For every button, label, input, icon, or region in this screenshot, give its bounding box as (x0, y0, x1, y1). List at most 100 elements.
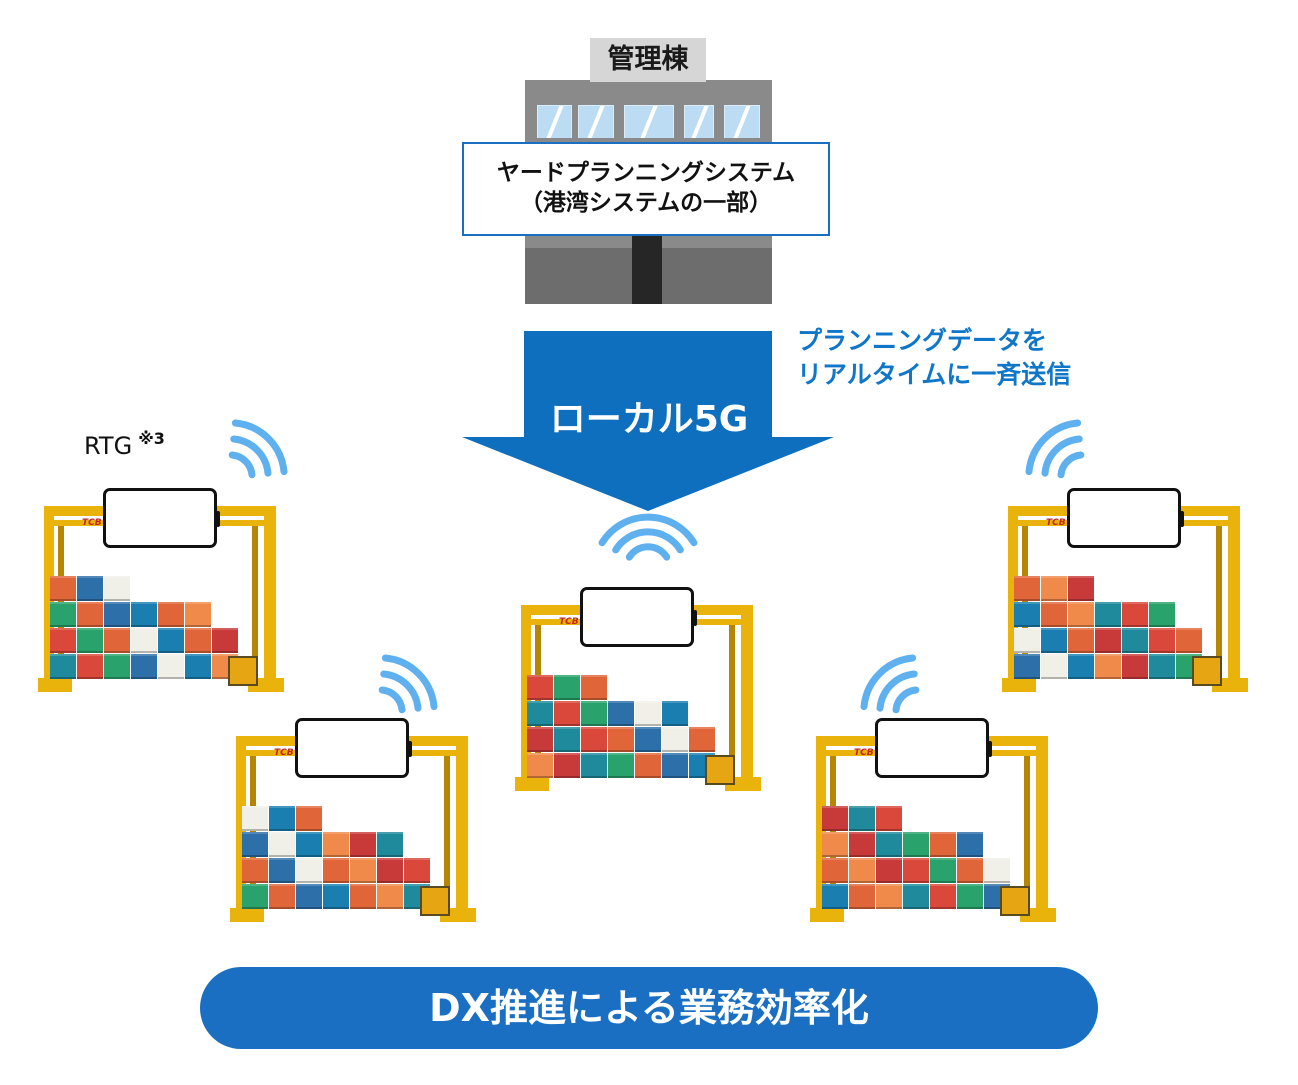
rtg-crane-icon: TCB (810, 718, 1060, 933)
container (984, 858, 1010, 883)
crane-base (38, 678, 72, 692)
signal-wave-arc (1057, 451, 1085, 479)
system-note: （港湾システムの一部） (519, 190, 773, 216)
container (876, 858, 902, 883)
container (50, 654, 76, 679)
crane-leg (729, 625, 735, 775)
container (930, 858, 956, 883)
container (554, 727, 580, 752)
broadcast-note-line1: プランニングデータを (797, 326, 1048, 355)
container (581, 727, 607, 752)
crane-logo: TCB (559, 617, 579, 627)
building-window (578, 105, 614, 139)
container (527, 727, 553, 752)
container (527, 701, 553, 726)
container (554, 701, 580, 726)
container (377, 884, 403, 909)
crane-leg (816, 736, 826, 916)
container (581, 753, 607, 778)
truck (705, 755, 735, 785)
container (350, 832, 376, 857)
container (930, 884, 956, 909)
crane-leg (236, 736, 246, 916)
signal-wave-arc (1025, 419, 1082, 476)
container (131, 602, 157, 627)
container (1014, 628, 1040, 653)
rtg-crane-icon: TCB (515, 587, 765, 802)
crane-base (230, 908, 264, 922)
container (1014, 602, 1040, 627)
system-sign: ヤードプランニングシステム （港湾システムの一部） (462, 142, 830, 236)
dx-banner: DX推進による業務効率化 (200, 967, 1098, 1049)
container (212, 628, 238, 653)
container (1122, 602, 1148, 627)
signal-wave-arc (230, 435, 272, 477)
container (104, 576, 130, 601)
container (1041, 654, 1067, 679)
tablet-icon (295, 718, 412, 778)
crane-leg (830, 756, 836, 906)
container (350, 884, 376, 909)
container (876, 884, 902, 909)
container (527, 675, 553, 700)
container (158, 654, 184, 679)
container (1095, 628, 1121, 653)
container (1122, 628, 1148, 653)
container (1068, 628, 1094, 653)
container (158, 628, 184, 653)
building-window (537, 105, 572, 139)
signal-wave-arc (598, 513, 698, 547)
rtg-label: RTG ※3 (84, 424, 165, 461)
container (662, 753, 688, 778)
rtg-label-text: RTG (84, 432, 133, 460)
signal-wave-icon (228, 419, 288, 479)
container (822, 884, 848, 909)
crane-leg (1024, 756, 1030, 906)
container (77, 576, 103, 601)
container (1041, 602, 1067, 627)
container (662, 701, 688, 726)
container (527, 753, 553, 778)
container (242, 806, 268, 831)
rtg-crane-icon: TCB (38, 488, 288, 703)
truck (420, 886, 450, 916)
container (822, 832, 848, 857)
container (957, 884, 983, 909)
container (608, 753, 634, 778)
container (377, 832, 403, 857)
container (1095, 654, 1121, 679)
building-window (624, 105, 674, 139)
crane-leg (456, 736, 468, 916)
container (903, 884, 929, 909)
crane-base (810, 908, 844, 922)
crane-leg (264, 506, 276, 686)
signal-wave-icon (598, 513, 698, 561)
signal-wave-icon (860, 654, 920, 714)
crane-leg (1216, 526, 1222, 676)
container (269, 832, 295, 857)
tablet-icon (580, 587, 697, 647)
container (930, 832, 956, 857)
crane-leg (58, 526, 64, 676)
rtg-footnote: ※3 (138, 429, 165, 448)
container (323, 832, 349, 857)
crane-leg (1036, 736, 1048, 916)
container (1041, 628, 1067, 653)
container (1068, 576, 1094, 601)
container (635, 727, 661, 752)
container (131, 654, 157, 679)
container (269, 806, 295, 831)
container (1068, 654, 1094, 679)
container (1068, 602, 1094, 627)
container (876, 806, 902, 831)
truck (1000, 886, 1030, 916)
container (131, 628, 157, 653)
signal-wave-arc (378, 686, 406, 714)
crane-logo: TCB (854, 748, 874, 758)
signal-wave-icon (1025, 419, 1085, 479)
truck (1192, 656, 1222, 686)
container (822, 806, 848, 831)
crane-leg (1022, 526, 1028, 676)
crane-leg (741, 605, 753, 785)
container (404, 858, 430, 883)
